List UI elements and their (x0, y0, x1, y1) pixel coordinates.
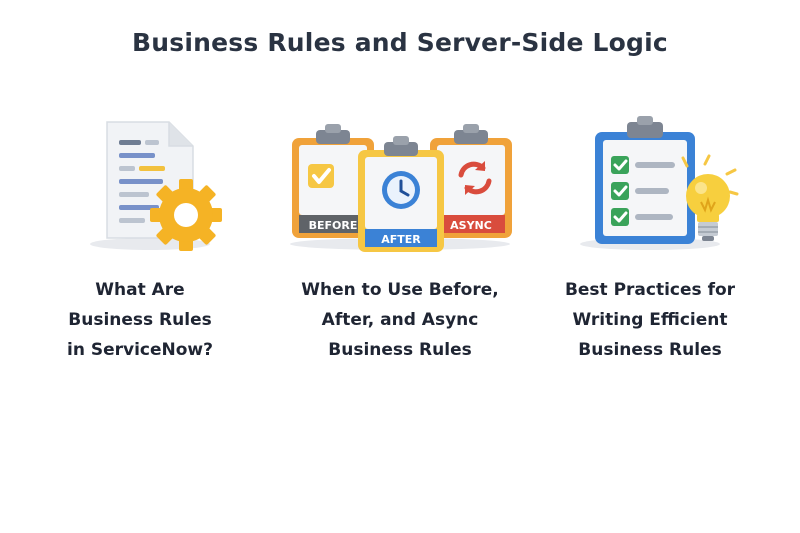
after-label: AFTER (381, 233, 421, 246)
card-before-after-async[interactable]: BEFORE ASYNC AFTER When (275, 108, 525, 365)
caption-line: When to Use Before, (301, 280, 499, 300)
caption-line: Business Rules (68, 310, 212, 330)
caption-line: Business Rules (328, 340, 472, 360)
card-caption: When to Use Before, After, and Async Bus… (275, 275, 525, 365)
card-caption: What Are Business Rules in ServiceNow? (25, 275, 275, 365)
caption-line: What Are (95, 280, 185, 300)
clipboards-icon: BEFORE ASYNC AFTER (290, 124, 512, 252)
caption-line: Best Practices for (564, 280, 736, 300)
caption-line: After, and Async (321, 310, 479, 330)
card-best-practices[interactable]: Best Practices for Writing Efficient Bus… (525, 108, 775, 365)
async-label: ASYNC (450, 219, 492, 232)
before-clipboard: BEFORE (292, 124, 374, 238)
async-clipboard: ASYNC (430, 124, 512, 238)
before-label: BEFORE (309, 219, 358, 232)
caption-line: in ServiceNow? (67, 340, 213, 360)
page-title: Business Rules and Server-Side Logic (132, 28, 668, 57)
after-clipboard: AFTER (358, 136, 444, 252)
document-gear-icon (90, 121, 222, 251)
caption-line: Writing Efficient (572, 310, 728, 330)
card-business-rules[interactable]: What Are Business Rules in ServiceNow? (25, 108, 275, 365)
checklist-lightbulb-icon (580, 116, 739, 250)
card-caption: Best Practices for Writing Efficient Bus… (525, 275, 775, 365)
caption-line: Business Rules (578, 340, 722, 360)
